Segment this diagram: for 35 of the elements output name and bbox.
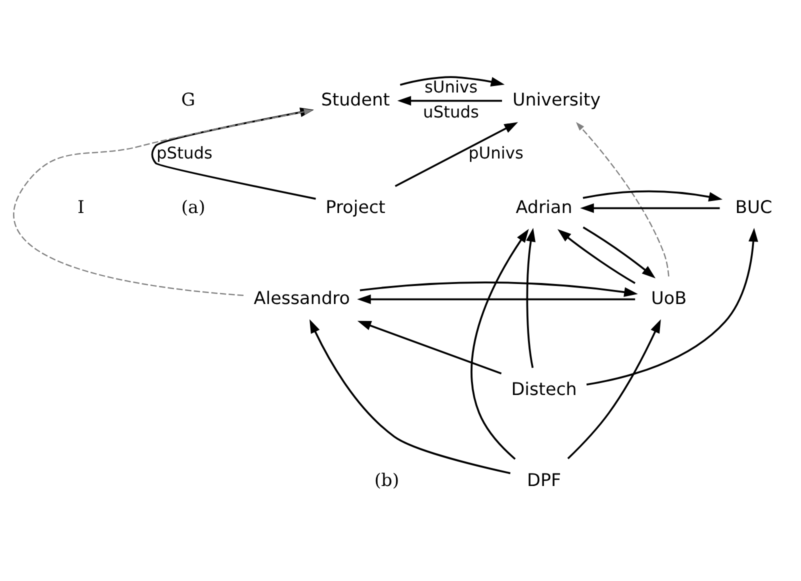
node-text: University xyxy=(512,90,601,110)
edge-label: pStuds xyxy=(156,144,212,163)
arrow xyxy=(557,229,636,284)
arrow xyxy=(357,294,636,304)
arrow xyxy=(586,228,758,386)
arrow xyxy=(580,203,720,213)
node-text: DPF xyxy=(527,471,562,492)
node-text: Alessandro xyxy=(254,288,350,309)
label: G xyxy=(181,90,196,110)
label: (b) xyxy=(374,471,400,492)
node-text: Project xyxy=(326,198,386,218)
edge-label: uStuds xyxy=(423,102,480,122)
node-text: Student xyxy=(321,90,390,110)
arrow xyxy=(582,190,723,202)
arrow xyxy=(400,76,505,86)
arrow xyxy=(397,96,502,106)
arrow xyxy=(576,122,670,277)
edge-label: sUnivs xyxy=(424,78,478,97)
arrow xyxy=(14,108,313,296)
arrow xyxy=(394,122,518,187)
edge-label: pUnivs xyxy=(468,144,524,163)
arrow xyxy=(360,282,638,297)
node-text: BUC xyxy=(735,198,772,218)
arrow xyxy=(151,108,316,200)
arrow xyxy=(470,228,529,460)
node-text: UoB xyxy=(651,288,687,309)
label: (a) xyxy=(181,198,206,218)
arrow xyxy=(357,320,502,374)
arrow xyxy=(567,319,661,460)
node-text: Distech xyxy=(511,380,577,400)
arrow xyxy=(582,226,656,278)
node-text: Adrian xyxy=(516,198,572,218)
arrow xyxy=(310,319,511,474)
label: I xyxy=(77,198,84,218)
arrow xyxy=(526,228,536,368)
